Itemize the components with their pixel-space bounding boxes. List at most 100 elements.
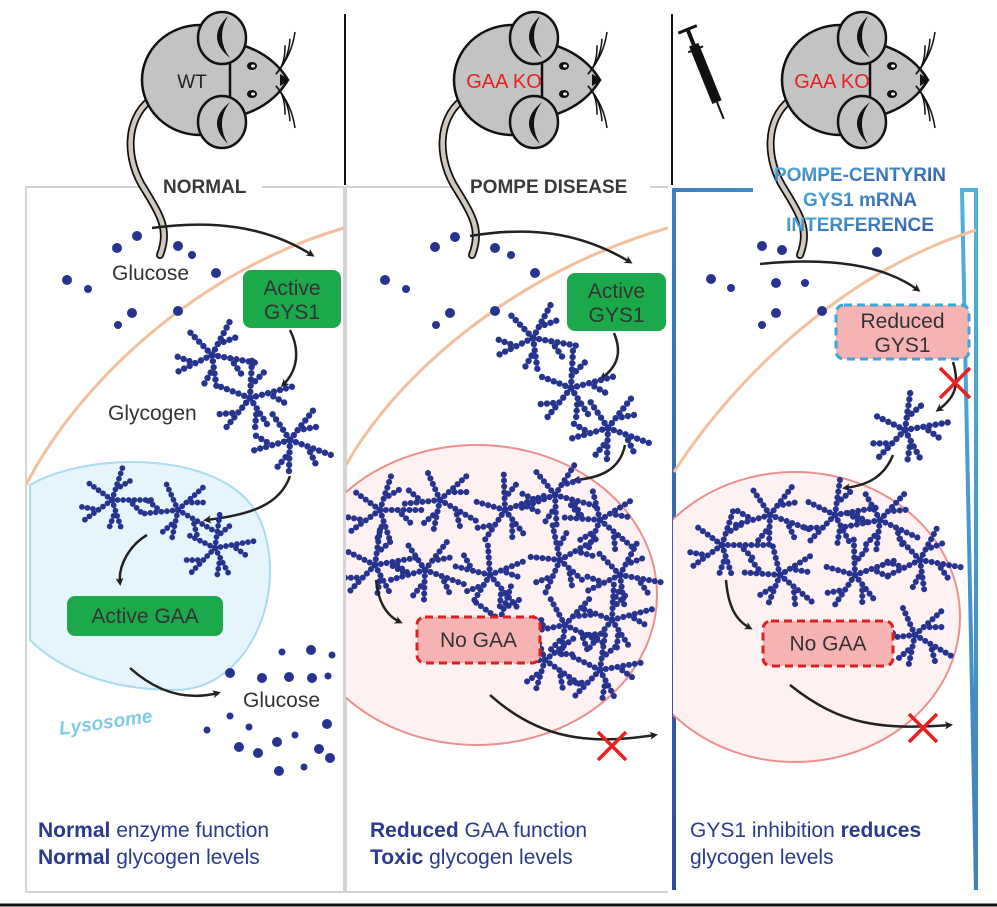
caption-treatment: GYS1 inhibition reduces glycogen levels xyxy=(690,817,921,871)
glucose-dot-icon xyxy=(450,232,460,242)
panel-title-treatment: POMPE-CENTYRIN GYS1 mRNA INTERFERENCE xyxy=(774,165,946,236)
arrow-icon xyxy=(842,454,895,492)
glycogen-molecule-icon xyxy=(527,522,599,596)
glucose-output-label: Glucose xyxy=(243,689,320,712)
box-label: GYS1 xyxy=(264,301,320,324)
arrow-icon xyxy=(572,444,627,484)
caption-bold: Normal xyxy=(38,846,111,869)
glycogen-molecule-icon xyxy=(387,539,467,603)
lysosome xyxy=(29,461,272,692)
glucose-dot-icon xyxy=(507,251,515,259)
box-label: Active xyxy=(263,277,320,300)
arrow-icon xyxy=(724,579,753,630)
glycogen-molecule-icon xyxy=(537,347,617,421)
glucose-dot-icon xyxy=(328,651,336,659)
caption-bold: reduces xyxy=(840,819,922,842)
glycogen-molecule-icon xyxy=(569,395,652,463)
glucose-dot-icon xyxy=(173,241,183,251)
panel-title-normal: NORMAL xyxy=(163,177,247,198)
glucose-dot-icon xyxy=(380,275,390,285)
panel-frame-pompe xyxy=(345,186,668,893)
svg-text:INTERFERENCE: INTERFERENCE xyxy=(786,215,934,236)
glucose-dot-icon xyxy=(432,321,440,329)
panel-title-pompe: POMPE DISEASE xyxy=(470,177,627,198)
cross-icon xyxy=(596,730,628,762)
glycogen-molecule-icon xyxy=(561,488,635,553)
glucose-dot-icon xyxy=(490,306,500,316)
glycogen-molecule-icon xyxy=(884,525,964,593)
glycogen-molecule-icon xyxy=(741,543,815,608)
arrow-icon xyxy=(280,329,298,388)
box-label: GYS1 xyxy=(588,304,644,327)
glucose-dot-icon xyxy=(114,321,122,329)
glucose-dot-icon xyxy=(253,748,263,758)
glycogen-molecule-icon xyxy=(251,407,334,475)
glucose-dot-icon xyxy=(314,744,324,754)
caption-pompe: Reduced GAA function Toxic glycogen leve… xyxy=(370,817,587,871)
mouse-label: GAA KO xyxy=(794,71,870,93)
arrow-icon xyxy=(759,260,921,292)
no-gaa-box: No GAA xyxy=(761,619,895,668)
glucose-dot-icon xyxy=(402,285,410,293)
glycogen-molecule-icon xyxy=(79,465,154,530)
glucose-dot-icon xyxy=(132,231,142,241)
svg-text:GYS1 mRNA: GYS1 mRNA xyxy=(803,190,917,211)
arrow-icon xyxy=(374,579,403,624)
lysosome-label: Lysosome xyxy=(58,706,154,740)
glucose-dot-icon xyxy=(188,251,196,259)
glucose-dot-icon xyxy=(430,242,440,252)
glucose-dot-icon xyxy=(272,737,282,747)
mouse-icon: WT xyxy=(126,10,296,259)
arrow-icon xyxy=(469,230,633,264)
active-gaa-box: Active GAA xyxy=(67,596,223,636)
caption-text: glycogen levels xyxy=(423,846,573,869)
mouse-icon: GAA KO xyxy=(438,10,608,259)
glycogen-molecule-icon xyxy=(732,484,812,548)
glycogen-molecule-icon xyxy=(870,389,951,463)
glycogen-molecule-icon xyxy=(687,508,767,577)
glycogen-label: Glycogen xyxy=(108,402,197,425)
glycogen-molecule-icon xyxy=(346,526,419,596)
box-label: No GAA xyxy=(789,633,866,656)
arrow-icon xyxy=(935,361,958,412)
mouse-icon: GAA KO xyxy=(766,10,936,259)
glucose-dot-icon xyxy=(245,723,253,731)
glucose-dot-icon xyxy=(758,321,766,329)
glycogen-molecule-icon xyxy=(141,481,215,541)
caption-text: GYS1 inhibition xyxy=(690,819,841,842)
caption-text: GAA function xyxy=(458,819,588,842)
caption-bold: Reduced xyxy=(370,819,459,842)
glucose-dot-icon xyxy=(278,648,286,656)
glycogen-molecule-icon xyxy=(401,470,479,532)
glucose-dot-icon xyxy=(62,275,72,285)
arrow-icon xyxy=(129,667,221,699)
cross-icon xyxy=(907,712,939,744)
glucose-dot-icon xyxy=(173,306,183,316)
glucose-dot-icon xyxy=(771,278,781,288)
arrow-icon xyxy=(599,332,620,380)
glycogen-molecule-icon xyxy=(495,301,579,372)
box-label: Active xyxy=(588,280,645,303)
glucose-dot-icon xyxy=(306,645,316,655)
glucose-dot-icon xyxy=(817,306,827,316)
arrow-icon xyxy=(115,533,148,586)
glucose-dot-icon xyxy=(324,672,332,680)
arrow-icon xyxy=(489,694,658,741)
glucose-dot-icon xyxy=(325,753,335,763)
glucose-label: Glucose xyxy=(112,262,189,285)
caption-text: glycogen levels xyxy=(690,846,834,869)
glycogen-molecule-icon xyxy=(566,631,644,701)
mouse-label: WT xyxy=(177,72,207,93)
glucose-dot-icon xyxy=(211,268,221,278)
glucose-dot-icon xyxy=(445,308,455,318)
arrow-icon xyxy=(151,223,315,257)
glucose-dot-icon xyxy=(284,672,294,682)
glucose-dot-icon xyxy=(706,274,716,284)
glycogen-molecule-icon xyxy=(580,581,655,651)
box-label: GYS1 xyxy=(874,334,930,357)
glucose-dot-icon xyxy=(225,668,235,678)
glucose-dot-icon xyxy=(274,766,284,776)
